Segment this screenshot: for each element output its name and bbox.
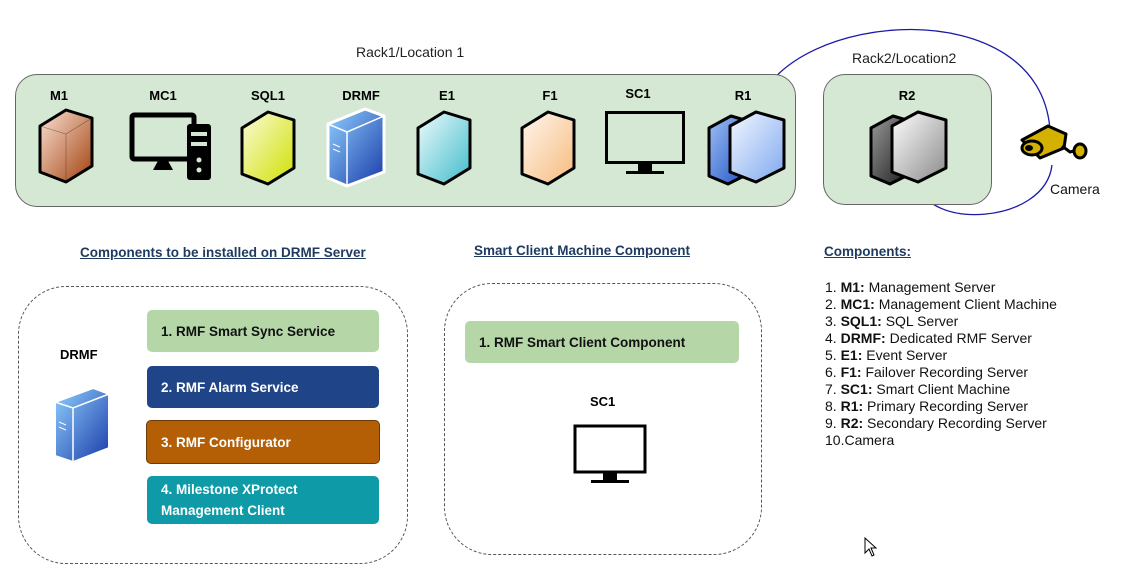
legend-num: 7. [825, 381, 837, 397]
smart-client-section-title: Smart Client Machine Component [474, 243, 691, 258]
node-label-mc1: MC1 [149, 88, 177, 103]
monitor-icon-sc1-detail [573, 424, 647, 483]
legend-key: SQL1: [840, 313, 882, 329]
server-icon-f1[interactable] [518, 108, 578, 186]
legend-item: 10.Camera [825, 432, 1057, 449]
legend-item: 5. E1: Event Server [825, 347, 1057, 364]
legend-key: DRMF: [840, 330, 886, 346]
drmf-component-1[interactable]: 1. RMF Smart Sync Service [147, 310, 379, 352]
sc1-machine-label: SC1 [590, 394, 616, 409]
node-label-f1: F1 [542, 88, 558, 103]
rack2-title: Rack2/Location2 [852, 50, 957, 66]
legend-num: 9. [825, 415, 837, 431]
legend-desc: SQL Server [885, 313, 959, 329]
node-label-r2: R2 [898, 88, 916, 103]
legend-item: 1. M1: Management Server [825, 279, 1057, 296]
smart-client-component-1[interactable]: 1. RMF Smart Client Component [465, 321, 739, 363]
server-icon-e1[interactable] [414, 108, 474, 186]
legend-desc: Smart Client Machine [876, 381, 1011, 397]
legend-desc: Primary Recording Server [867, 398, 1029, 414]
legend-item: 4. DRMF: Dedicated RMF Server [825, 330, 1057, 347]
server-icon-sql1[interactable] [238, 108, 298, 186]
rack1-container [15, 74, 796, 207]
drmf-component-2[interactable]: 2. RMF Alarm Service [147, 366, 379, 408]
legend-key: F1: [840, 364, 862, 380]
node-label-sc1: SC1 [625, 86, 651, 101]
dual-server-icon-r2[interactable] [868, 106, 950, 188]
dual-server-icon-r1[interactable] [706, 106, 788, 188]
legend-num: 4. [825, 330, 837, 346]
monitor-icon-sc1[interactable] [604, 110, 686, 178]
legend-key: R2: [840, 415, 864, 431]
legend-key: MC1: [840, 296, 875, 312]
legend-num: 5. [825, 347, 837, 363]
legend-title: Components: [824, 244, 911, 259]
smart-client-components-box [444, 283, 762, 555]
legend-desc: Failover Recording Server [865, 364, 1029, 380]
legend-key: SC1: [840, 381, 873, 397]
legend-item: 7. SC1: Smart Client Machine [825, 381, 1057, 398]
legend-desc: Dedicated RMF Server [889, 330, 1032, 346]
r1-to-camera-link [756, 28, 1051, 131]
legend-num: 10. [825, 432, 845, 448]
drmf-component-3[interactable]: 3. RMF Configurator [146, 420, 380, 464]
legend-list: 1. M1: Management Server 2. MC1: Managem… [825, 279, 1057, 449]
node-label-sql1: SQL1 [251, 88, 285, 103]
smart-client-component-1-label: 1. RMF Smart Client Component [479, 334, 686, 350]
drmf-section-title: Components to be installed on DRMF Serve… [80, 245, 366, 260]
legend-desc: Management Client Machine [878, 296, 1057, 312]
legend-num: 2. [825, 296, 837, 312]
drmf-component-4[interactable]: 4. Milestone XProtect Management Client [147, 476, 379, 524]
legend-item: 8. R1: Primary Recording Server [825, 398, 1057, 415]
camera-icon[interactable] [1018, 122, 1090, 168]
legend-num: 3. [825, 313, 837, 329]
node-label-r1: R1 [734, 88, 752, 103]
rack1-title: Rack1/Location 1 [356, 44, 465, 60]
server-icon-m1[interactable] [36, 106, 96, 184]
legend-key: R1: [840, 398, 864, 414]
node-label-m1: M1 [49, 88, 69, 103]
mouse-cursor-icon [864, 537, 878, 557]
node-label-e1: E1 [439, 88, 455, 103]
legend-key: E1: [840, 347, 863, 363]
legend-desc: Camera [844, 432, 895, 448]
legend-num: 8. [825, 398, 837, 414]
legend-item: 3. SQL1: SQL Server [825, 313, 1057, 330]
legend-item: 2. MC1: Management Client Machine [825, 296, 1057, 313]
drmf-component-1-label: 1. RMF Smart Sync Service [161, 323, 336, 339]
legend-desc: Management Server [868, 279, 996, 295]
legend-item: 9. R2: Secondary Recording Server [825, 415, 1057, 432]
drmf-component-3-label: 3. RMF Configurator [161, 434, 291, 450]
legend-desc: Event Server [866, 347, 948, 363]
legend-num: 1. [825, 279, 837, 295]
camera-label: Camera [1050, 181, 1100, 197]
server-icon-drmf[interactable] [325, 106, 387, 188]
drmf-component-2-label: 2. RMF Alarm Service [161, 379, 299, 395]
legend-desc: Secondary Recording Server [867, 415, 1047, 431]
drmf-server-label: DRMF [60, 347, 98, 362]
legend-item: 6. F1: Failover Recording Server [825, 364, 1057, 381]
server-icon-drmf-detail [54, 387, 110, 463]
node-label-drmf: DRMF [342, 88, 380, 103]
workstation-icon-mc1[interactable] [129, 112, 213, 180]
legend-key: M1: [840, 279, 865, 295]
legend-num: 6. [825, 364, 837, 380]
drmf-components-box [18, 286, 408, 564]
drmf-component-4-label: 4. Milestone XProtect Management Client [161, 482, 298, 518]
